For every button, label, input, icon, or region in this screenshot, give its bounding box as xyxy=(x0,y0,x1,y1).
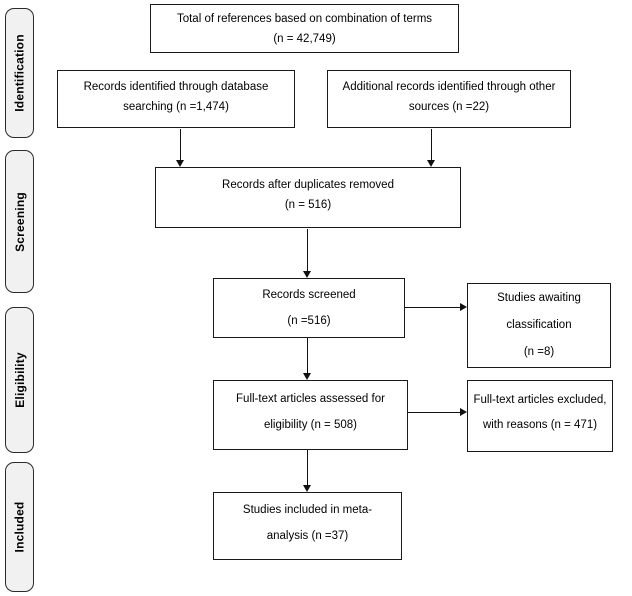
arrow-other-sources-to-duplicates xyxy=(427,129,436,167)
box-text-line: searching (n =1,474) xyxy=(123,101,229,113)
arrow-shaft xyxy=(306,338,309,375)
stage-label-screening: Screening xyxy=(5,150,34,293)
arrow-fulltext-to-included xyxy=(303,450,312,492)
arrow-shaft xyxy=(306,450,309,487)
arrow-shaft xyxy=(430,129,433,162)
box-additional-records-other-sources: Additional records identified through ot… xyxy=(327,70,571,128)
box-records-identified-database: Records identified through database sear… xyxy=(57,70,295,128)
stage-label-text: Identification xyxy=(12,34,27,112)
stage-label-eligibility: Eligibility xyxy=(5,307,34,453)
arrow-shaft xyxy=(179,129,182,162)
arrow-head-icon xyxy=(460,408,467,416)
box-total-references: Total of references based on combination… xyxy=(150,4,459,53)
box-text-line: Full-text articles assessed for xyxy=(236,393,385,405)
stage-label-included: Included xyxy=(5,462,34,592)
box-text-line: Studies awaiting xyxy=(497,292,581,304)
arrow-screened-to-fulltext xyxy=(303,338,312,380)
arrow-head-icon xyxy=(427,160,435,167)
stage-label-text: Screening xyxy=(12,191,27,252)
box-records-after-duplicates-removed: Records after duplicates removed (n = 51… xyxy=(155,167,461,228)
box-text-line: Full-text articles excluded, xyxy=(473,394,607,406)
box-text-line: eligibility (n = 508) xyxy=(263,419,357,431)
stage-label-text: Eligibility xyxy=(12,352,27,408)
arrow-shaft xyxy=(408,411,462,414)
box-text-line: Records identified through database xyxy=(83,81,269,93)
box-text-line: (n =8) xyxy=(523,346,555,358)
arrow-screened-to-awaiting xyxy=(405,303,467,312)
arrow-shaft xyxy=(405,306,462,309)
box-text-line: Records after duplicates removed xyxy=(222,178,394,191)
box-text-line: sources (n =22) xyxy=(408,101,490,113)
box-fulltext-assessed: Full-text articles assessed for eligibil… xyxy=(213,380,408,450)
box-text-line: classification xyxy=(506,319,572,331)
arrow-head-icon xyxy=(176,160,184,167)
stage-label-text: Included xyxy=(12,501,27,553)
arrow-head-icon xyxy=(460,303,467,311)
box-studies-included-meta-analysis: Studies included in meta- analysis (n =3… xyxy=(213,492,402,560)
arrow-fulltext-to-excluded xyxy=(408,408,467,417)
box-text-line: (n = 42,749) xyxy=(273,32,336,45)
box-text-line: Additional records identified through ot… xyxy=(342,81,556,93)
box-studies-awaiting-classification: Studies awaiting classification (n =8) xyxy=(467,283,611,368)
arrow-shaft xyxy=(306,229,309,273)
arrow-head-icon xyxy=(303,485,311,492)
box-text-line: (n = 516) xyxy=(284,198,332,211)
arrow-database-to-duplicates xyxy=(176,129,185,167)
arrow-duplicates-to-screened xyxy=(303,229,312,278)
arrow-head-icon xyxy=(303,271,311,278)
box-text-line: Total of references based on combination… xyxy=(176,12,433,25)
box-text-line: Studies included in meta- xyxy=(242,504,373,516)
arrow-head-icon xyxy=(303,373,311,380)
box-text-line: (n =516) xyxy=(287,315,331,327)
box-text-line: with reasons (n = 471) xyxy=(482,419,598,431)
box-records-screened: Records screened (n =516) xyxy=(213,278,405,338)
box-text-line: Records screened xyxy=(262,289,356,301)
stage-label-identification: Identification xyxy=(5,8,34,138)
box-fulltext-excluded: Full-text articles excluded, with reason… xyxy=(467,380,613,452)
box-text-line: analysis (n =37) xyxy=(266,530,349,542)
